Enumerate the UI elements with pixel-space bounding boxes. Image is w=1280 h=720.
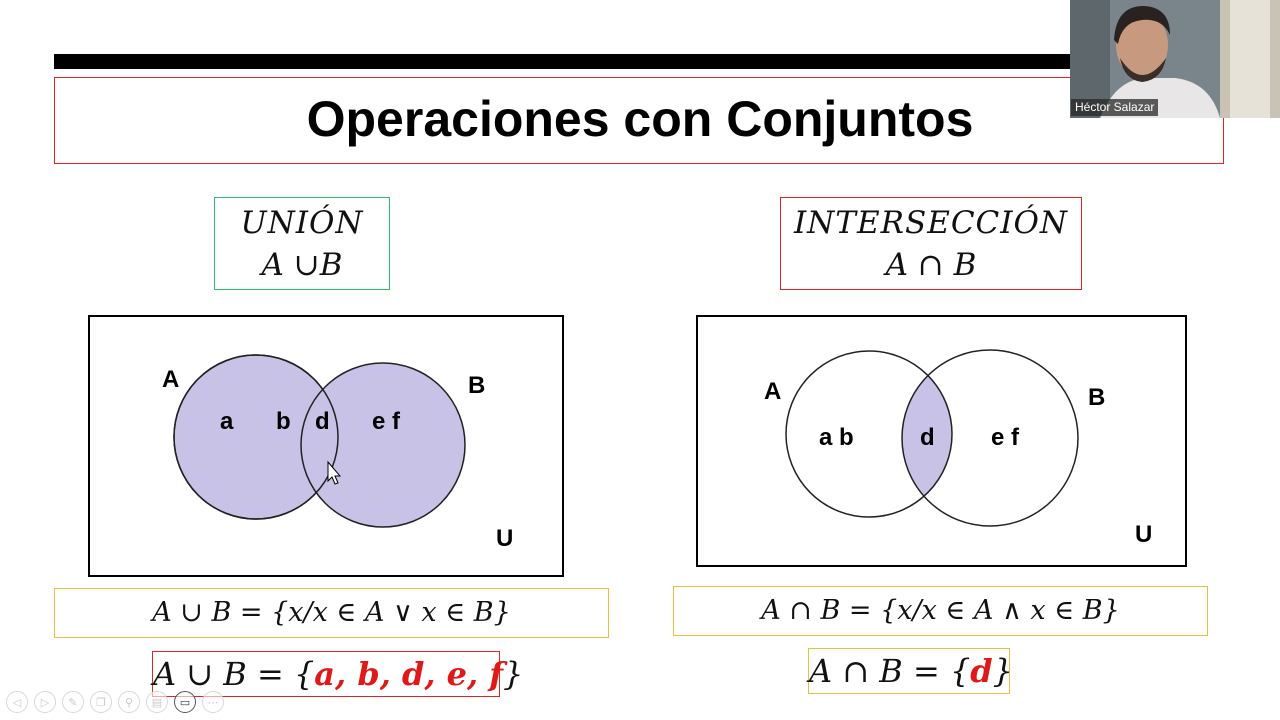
union-heading-box: UNIÓN A ∪B	[214, 197, 390, 290]
union-notation: A ∪B	[261, 247, 343, 283]
header-bar	[54, 54, 1070, 69]
union-result-elements: a, b, d, e, f	[314, 655, 504, 693]
set-a-circle	[785, 350, 953, 518]
copy-icon[interactable]: ❐	[90, 691, 112, 713]
participant-name-label: Héctor Salazar	[1071, 99, 1159, 116]
pen-icon[interactable]: ✎	[62, 691, 84, 713]
intersection-elements-right: e f	[991, 424, 1020, 451]
intersection-result-elements: d	[970, 652, 993, 690]
intersection-heading-box: INTERSECCIÓN A ∩ B	[780, 197, 1082, 290]
slides-icon[interactable]: ▤	[146, 691, 168, 713]
zoom-icon[interactable]: ⚲	[118, 691, 140, 713]
more-icon[interactable]: ⋯	[202, 691, 224, 713]
union-result: A ∪ B = {a, b, d, e, f}	[152, 651, 523, 697]
intersection-heading: INTERSECCIÓN	[793, 205, 1069, 241]
next-icon[interactable]: ▷	[34, 691, 56, 713]
union-label-b: B	[468, 372, 485, 399]
intersection-element-d: d	[920, 424, 935, 451]
union-definition: A ∪ B = {x/x ∈ A ∨ x ∈ B}	[54, 588, 609, 638]
intersection-definition: A ∩ B = {x/x ∈ A ∧ x ∈ B}	[673, 586, 1208, 636]
union-element-b: b	[276, 408, 291, 435]
video-icon[interactable]: ▭	[174, 691, 196, 713]
intersection-label-a: A	[764, 378, 781, 405]
union-result-prefix: A ∪ B = {	[153, 655, 315, 693]
union-result-suffix: }	[503, 655, 524, 693]
set-b-circle	[300, 362, 466, 528]
intersection-result-suffix: }	[992, 652, 1014, 690]
intersection-venn-svg: A B U a b d e f	[764, 349, 1152, 548]
presentation-toolbar: ◁ ▷ ✎ ❐ ⚲ ▤ ▭ ⋯	[6, 688, 224, 716]
union-element-a: a	[220, 408, 234, 435]
union-venn-svg: A B U a b d e f	[162, 354, 513, 552]
intersection-notation: A ∩ B	[885, 247, 977, 283]
title-frame	[54, 77, 1224, 164]
union-label-a: A	[162, 366, 179, 393]
intersection-result-prefix: A ∩ B = {	[809, 652, 971, 690]
slide-title: Operaciones con Conjuntos	[306, 91, 974, 147]
intersection-result: A ∩ B = {d}	[808, 648, 1014, 694]
prev-icon[interactable]: ◁	[6, 691, 28, 713]
set-b-circle	[901, 349, 1079, 527]
intersection-label-b: B	[1088, 384, 1105, 411]
intersection-label-u: U	[1135, 521, 1152, 548]
union-elements-right: e f	[372, 408, 401, 435]
union-label-u: U	[496, 525, 513, 552]
mouse-cursor-icon	[327, 460, 342, 485]
union-venn-diagram: A B U a b d e f	[88, 315, 564, 577]
union-element-d: d	[315, 408, 330, 435]
intersection-venn-diagram: A B U a b d e f	[696, 315, 1187, 567]
intersection-elements-left: a b	[819, 424, 854, 451]
union-heading: UNIÓN	[240, 205, 364, 241]
